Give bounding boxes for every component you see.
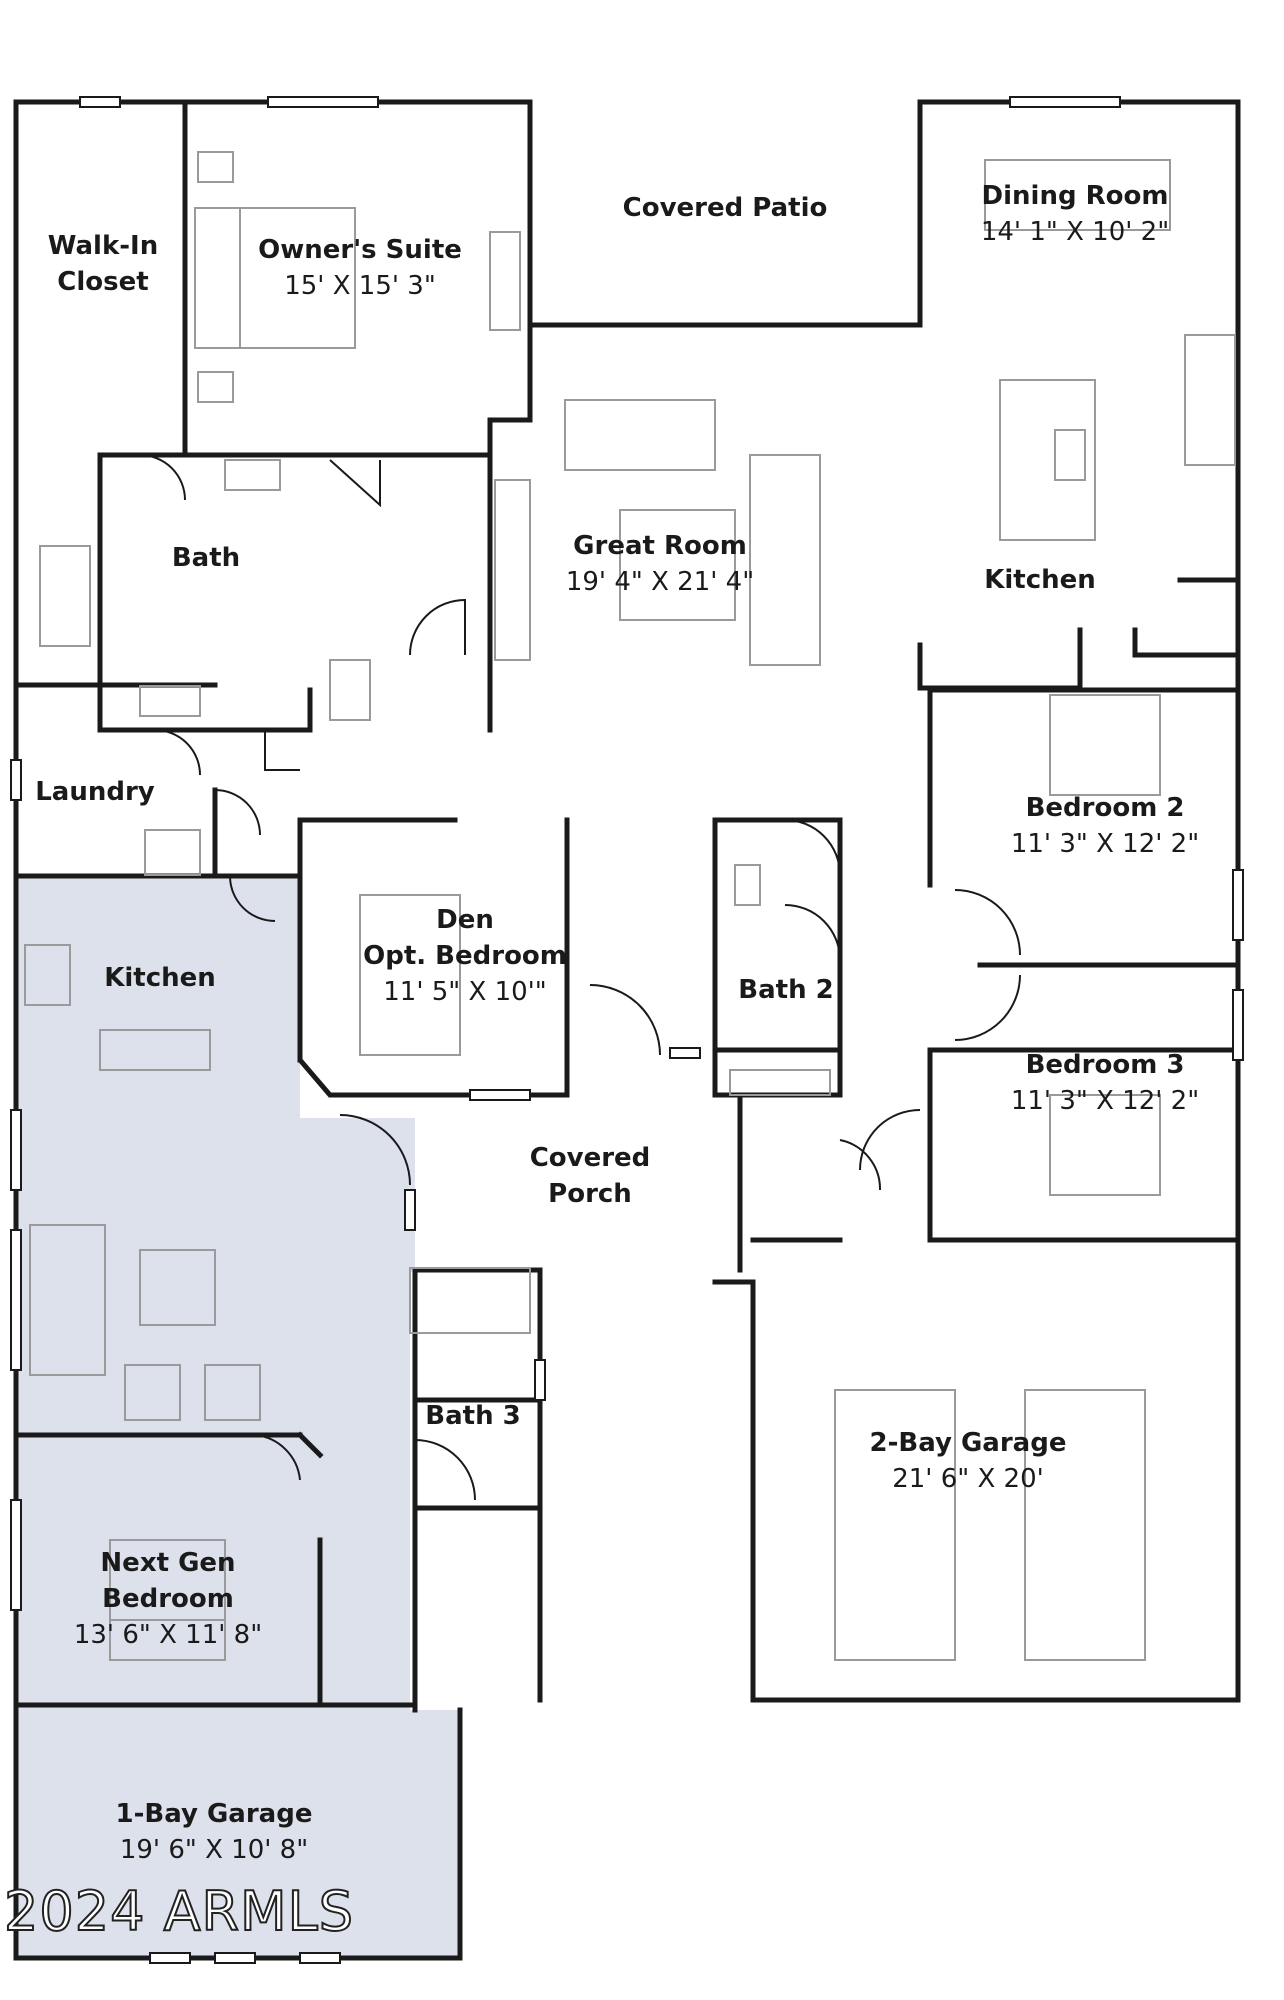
windows xyxy=(10,96,1244,1964)
kitchen-name: Kitchen xyxy=(984,565,1096,595)
dining-room-dims: 14' 1" X 10' 2" xyxy=(980,217,1170,247)
kitchen-label: Kitchen xyxy=(984,562,1096,598)
bedroom-3-label: Bedroom 3 11' 3" X 12' 2" xyxy=(1011,1047,1199,1119)
bath-3-label: Bath 3 xyxy=(425,1398,520,1434)
copyright-watermark: 2024 ARMLS xyxy=(3,1879,355,1944)
covered-porch-line1: Covered xyxy=(529,1143,651,1173)
next-gen-bedroom-dims: 13' 6" X 11' 8" xyxy=(73,1620,263,1650)
next-gen-bedroom-line2: Bedroom xyxy=(102,1584,234,1614)
two-bay-garage-dims: 21' 6" X 20' xyxy=(892,1464,1044,1494)
owners-suite-label: Owner's Suite 15' X 15' 3" xyxy=(258,232,462,304)
walk-in-closet-line2: Closet xyxy=(57,267,149,297)
bath-2-label: Bath 2 xyxy=(738,972,833,1008)
dining-room-label: Dining Room 14' 1" X 10' 2" xyxy=(981,178,1169,250)
covered-porch-label: Covered Porch xyxy=(530,1140,651,1212)
bath-2-name: Bath 2 xyxy=(738,975,834,1005)
interior-walls xyxy=(13,99,1241,1713)
two-bay-garage-name: 2-Bay Garage xyxy=(869,1428,1067,1458)
walk-in-closet-label: Walk-In Closet xyxy=(48,228,158,300)
two-bay-garage-label: 2-Bay Garage 21' 6" X 20' xyxy=(870,1425,1067,1497)
covered-patio-name: Covered Patio xyxy=(622,193,828,223)
bedroom-3-name: Bedroom 3 xyxy=(1025,1050,1185,1080)
dining-room-name: Dining Room xyxy=(981,181,1169,211)
den-line2: Opt. Bedroom xyxy=(363,941,567,971)
laundry-name: Laundry xyxy=(35,777,155,807)
walk-in-closet-line1: Walk-In xyxy=(47,231,159,261)
den-line1: Den xyxy=(436,905,494,935)
bedroom-2-dims: 11' 3" X 12' 2" xyxy=(1010,829,1200,859)
bath-label: Bath xyxy=(172,540,240,576)
covered-patio-label: Covered Patio xyxy=(623,190,828,226)
one-bay-garage-label: 1-Bay Garage 19' 6" X 10' 8" xyxy=(116,1796,313,1868)
bath-name: Bath xyxy=(171,543,241,573)
furniture xyxy=(24,151,1236,1661)
great-room-label: Great Room 19' 4" X 21' 4" xyxy=(566,528,754,600)
doors xyxy=(139,454,1021,1501)
bedroom-2-name: Bedroom 2 xyxy=(1025,793,1185,823)
covered-porch-line2: Porch xyxy=(548,1179,632,1209)
next-gen-kitchen-name: Kitchen xyxy=(104,963,216,993)
den-label: Den Opt. Bedroom 11' 5" X 10'" xyxy=(363,902,567,1010)
owners-suite-name: Owner's Suite xyxy=(258,235,462,265)
bedroom-2-label: Bedroom 2 11' 3" X 12' 2" xyxy=(1011,790,1199,862)
one-bay-garage-dims: 19' 6" X 10' 8" xyxy=(119,1835,309,1865)
next-gen-bedroom-line1: Next Gen xyxy=(100,1548,236,1578)
den-dims: 11' 5" X 10'" xyxy=(383,977,547,1007)
laundry-label: Laundry xyxy=(35,774,155,810)
bath-3-name: Bath 3 xyxy=(425,1401,521,1431)
one-bay-garage-name: 1-Bay Garage xyxy=(115,1799,313,1829)
next-gen-kitchen-label: Kitchen xyxy=(104,960,216,996)
bedroom-3-dims: 11' 3" X 12' 2" xyxy=(1010,1086,1200,1116)
next-gen-suite-area xyxy=(16,876,460,1958)
owners-suite-dims: 15' X 15' 3" xyxy=(284,271,436,301)
great-room-dims: 19' 4" X 21' 4" xyxy=(565,567,755,597)
next-gen-bedroom-label: Next Gen Bedroom 13' 6" X 11' 8" xyxy=(74,1545,262,1653)
great-room-name: Great Room xyxy=(573,531,747,561)
